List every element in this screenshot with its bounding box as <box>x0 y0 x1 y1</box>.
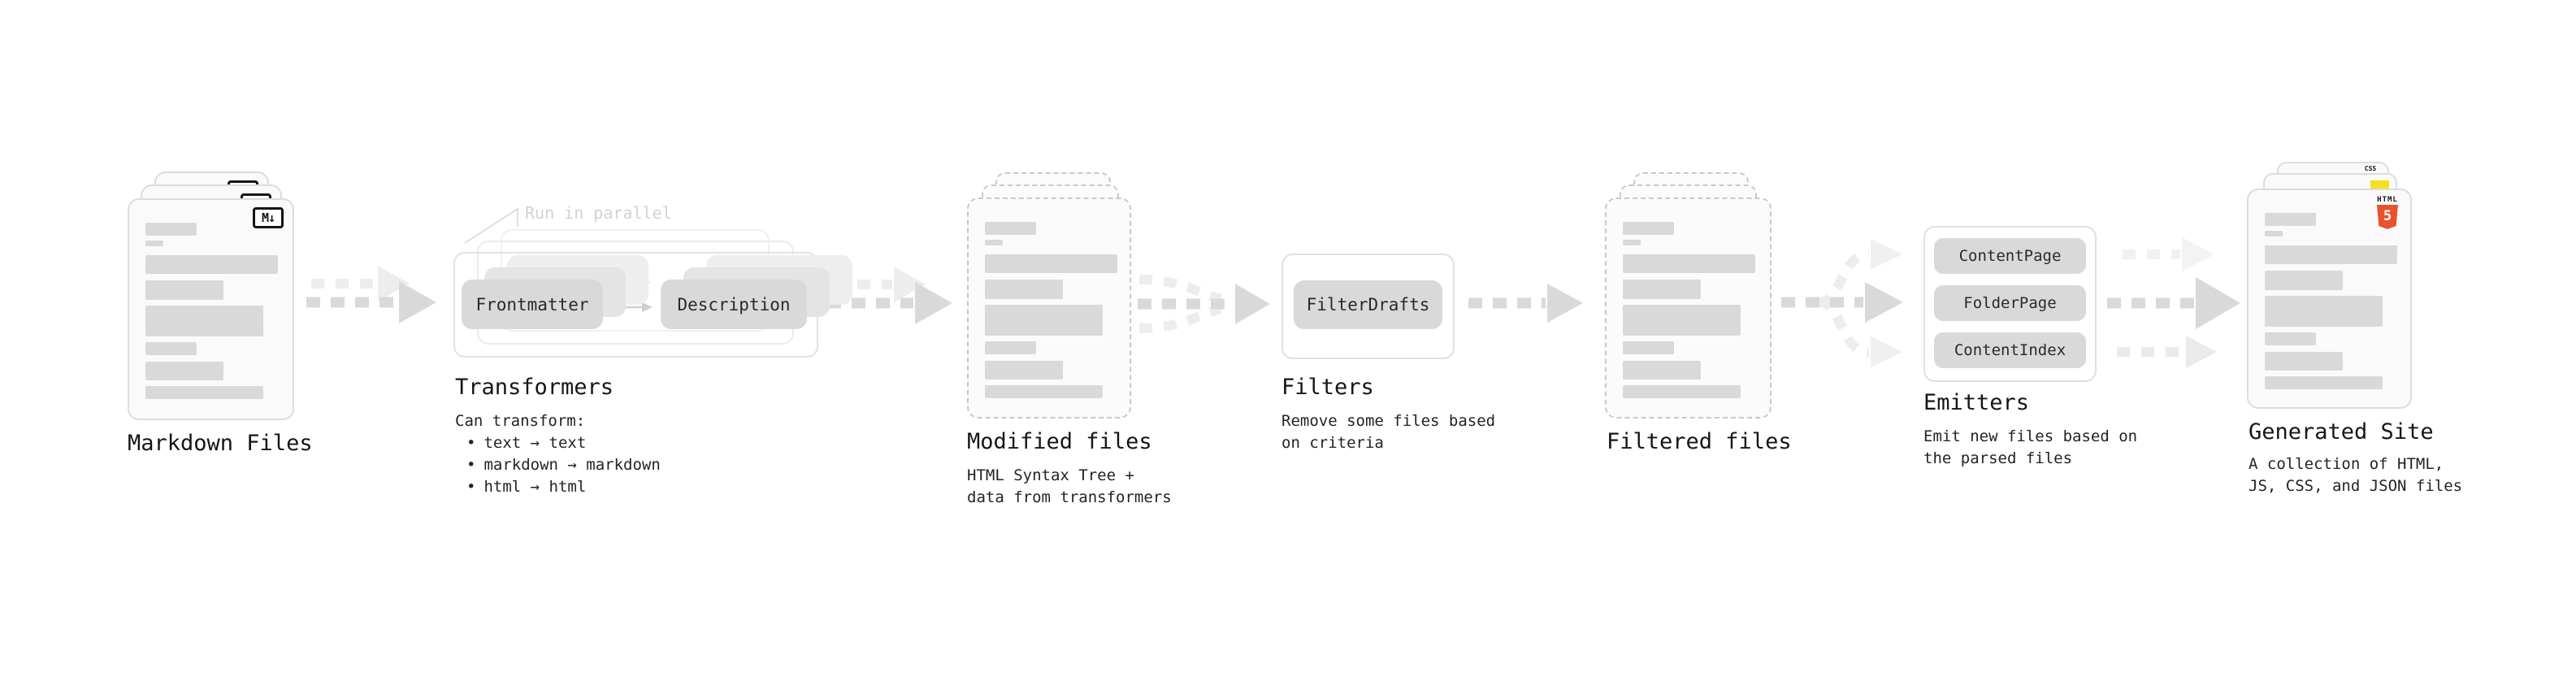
markdown-icon: M↓ <box>253 207 284 228</box>
doc-line <box>985 240 1003 245</box>
doc-line <box>1623 305 1741 336</box>
bullet-icon: • <box>466 456 476 474</box>
filters-title: Filters <box>1281 375 1374 400</box>
filtered-file-card <box>1605 197 1772 419</box>
doc-line <box>985 361 1063 380</box>
doc-line <box>2265 271 2343 290</box>
transform-item-label: html → html <box>484 478 587 496</box>
doc-line <box>145 255 278 274</box>
transformers-caption: Can transform: • text → text • markdown → … <box>455 410 661 498</box>
doc-line <box>2265 376 2383 389</box>
doc-content-placeholder <box>1623 222 1759 398</box>
emitters-title: Emitters <box>1923 390 2030 415</box>
doc-line <box>985 254 1117 273</box>
filters-caption: Remove some files based on criteria <box>1281 410 1495 454</box>
html5-icon: HTML 5 <box>2374 196 2401 229</box>
filters-caption-line2: on criteria <box>1281 434 1384 452</box>
transformers-title: Transformers <box>455 375 614 400</box>
bullet-icon: • <box>466 478 476 496</box>
doc-line <box>985 280 1063 299</box>
site-file-card-html: HTML 5 <box>2247 189 2412 409</box>
css-icon-label: CSS <box>2364 165 2377 172</box>
doc-line <box>985 385 1103 398</box>
emitters-caption-line1: Emit new files based on <box>1923 427 2138 445</box>
filterdrafts-box: FilterDrafts <box>1294 280 1442 329</box>
modified-files-title: Modified files <box>967 429 1152 454</box>
doc-line <box>1623 385 1741 398</box>
doc-line <box>145 386 263 399</box>
modified-file-card <box>967 197 1131 419</box>
generated-site-title: Generated Site <box>2249 419 2434 445</box>
transform-item: • html → html <box>455 476 661 498</box>
modified-files-caption: HTML Syntax Tree + data from transformer… <box>967 465 1172 509</box>
markdown-file-card-front: M↓ <box>128 198 294 420</box>
doc-content-placeholder <box>2265 213 2399 389</box>
doc-line <box>985 222 1036 235</box>
doc-line <box>1623 361 1701 380</box>
arrow-emitters-to-site <box>2107 237 2240 368</box>
emitter-folderpage-box: FolderPage <box>1934 285 2086 321</box>
arrow-filtered-to-emitters-diverge <box>1781 239 1903 367</box>
js-file-icon <box>2370 180 2389 190</box>
doc-line <box>1623 240 1641 245</box>
doc-line <box>1623 341 1674 354</box>
generated-site-caption: A collection of HTML, JS, CSS, and JSON … <box>2249 453 2462 497</box>
description-box: Description <box>661 280 807 329</box>
emitter-contentpage-box: ContentPage <box>1934 238 2086 274</box>
doc-line <box>145 241 163 246</box>
doc-line <box>1623 254 1755 273</box>
doc-content-placeholder <box>985 222 1118 398</box>
doc-line <box>985 305 1103 336</box>
arrow-modified-to-filters-converge <box>1138 275 1270 333</box>
doc-line <box>1623 280 1701 299</box>
arrow-markdown-to-transformers <box>306 266 436 323</box>
doc-line <box>145 306 263 336</box>
doc-line <box>145 223 197 236</box>
bullet-icon: • <box>466 434 476 452</box>
doc-line <box>145 342 197 355</box>
doc-line <box>2265 213 2316 226</box>
doc-line <box>985 341 1036 354</box>
transform-item-label: text → text <box>484 434 587 452</box>
transform-item: • markdown → markdown <box>455 454 661 476</box>
arrow-filters-to-filtered <box>1468 284 1583 323</box>
modified-files-caption-line1: HTML Syntax Tree + <box>967 466 1134 484</box>
generated-site-caption-line2: JS, CSS, and JSON files <box>2249 477 2463 495</box>
html5-shield-icon: 5 <box>2377 205 2398 229</box>
filters-caption-line1: Remove some files based <box>1281 412 1496 430</box>
transformers-caption-heading: Can transform: <box>455 412 586 430</box>
modified-files-caption-line2: data from transformers <box>967 488 1172 506</box>
emitters-caption-line2: the parsed files <box>1923 449 2073 467</box>
run-in-parallel-label: Run in parallel <box>525 203 672 223</box>
doc-content-placeholder <box>145 223 281 399</box>
markdown-files-title: Markdown Files <box>128 431 313 456</box>
frontmatter-box: Frontmatter <box>462 280 603 329</box>
emitter-contentindex-box: ContentIndex <box>1934 332 2086 368</box>
generated-site-caption-line1: A collection of HTML, <box>2249 455 2444 473</box>
transform-item: • text → text <box>455 432 661 454</box>
doc-line <box>2265 332 2316 345</box>
html5-icon-label: HTML <box>2377 196 2398 204</box>
doc-line <box>2265 296 2383 327</box>
doc-line <box>145 362 223 380</box>
doc-line <box>145 280 223 300</box>
doc-line <box>2265 245 2397 264</box>
filtered-files-title: Filtered files <box>1607 429 1792 454</box>
doc-line <box>1623 222 1674 235</box>
emitters-caption: Emit new files based on the parsed files <box>1923 426 2137 470</box>
transform-item-label: markdown → markdown <box>484 456 661 474</box>
doc-line <box>2265 231 2283 236</box>
doc-line <box>2265 352 2343 371</box>
transform-list: • text → text • markdown → markdown • html … <box>455 432 661 498</box>
